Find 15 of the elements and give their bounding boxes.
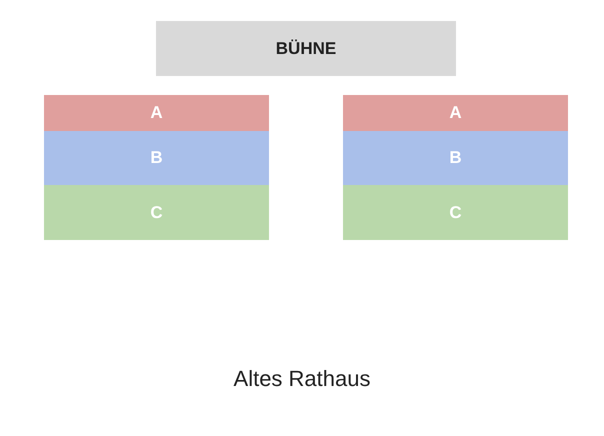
building-label: Altes Rathaus	[232, 366, 372, 392]
block-label: B	[449, 148, 462, 168]
block-label: A	[449, 103, 462, 123]
block-label: B	[150, 148, 163, 168]
seating-block	[44, 131, 269, 185]
block-label: BÜHNE	[276, 38, 336, 58]
stage-area	[156, 21, 456, 76]
seating-block	[343, 95, 568, 131]
seating-block	[44, 185, 269, 240]
seating-block	[343, 131, 568, 185]
seating-block	[343, 185, 568, 240]
block-label: C	[449, 202, 462, 222]
seating-block	[44, 95, 269, 131]
block-label: C	[150, 202, 163, 222]
block-label: A	[150, 103, 163, 123]
